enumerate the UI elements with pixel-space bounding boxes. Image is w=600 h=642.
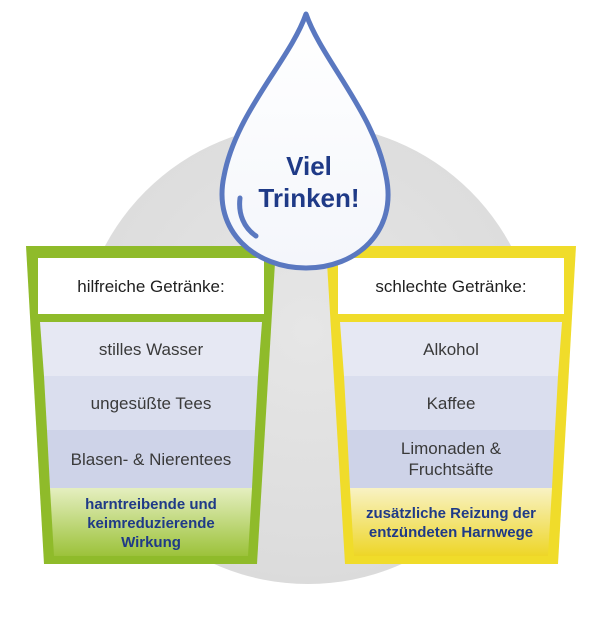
- left-glass-effect: harntreibende und keimreduzierende Wirku…: [85, 495, 217, 551]
- right-glass-item-2: Kaffee: [426, 393, 476, 413]
- right-glass-effect: zusätzliche Reizung der entzündeten Harn…: [365, 505, 537, 541]
- left-glass-item-3: Blasen- & Nierentees: [70, 449, 232, 469]
- right-glass-header: schlechte Getränke:: [375, 276, 527, 296]
- left-row-bg-1: [40, 322, 262, 376]
- left-glass-item-2: ungesüßte Tees: [90, 393, 212, 413]
- drop-title-line-1: Viel: [286, 151, 332, 181]
- drop-outline: [219, 11, 391, 271]
- drop-shine-icon: [237, 195, 259, 239]
- right-bottom-bg: [350, 488, 552, 556]
- left-bottom-bg: [50, 488, 252, 556]
- water-drop: [219, 11, 391, 271]
- right-glass-item-1: Alkohol: [423, 339, 479, 359]
- left-glass-header: hilfreiche Getränke:: [77, 276, 225, 296]
- right-glass: [326, 246, 576, 564]
- drop-title-line-2: Trinken!: [258, 183, 360, 213]
- right-row-bg-3: [347, 430, 555, 488]
- right-row-bg-2: [344, 376, 558, 430]
- right-glass-header-bg: [338, 258, 564, 314]
- left-glass-header-bg: [38, 258, 264, 314]
- right-glass-item-3: Limonaden & Fruchtsäfte: [400, 439, 502, 479]
- left-glass: [26, 246, 276, 564]
- left-row-bg-3: [47, 430, 255, 488]
- drop-title: Viel Trinken!: [236, 150, 382, 214]
- left-glass-item-1: stilles Wasser: [98, 339, 204, 359]
- right-row-bg-1: [340, 322, 562, 376]
- left-row-bg-2: [44, 376, 258, 430]
